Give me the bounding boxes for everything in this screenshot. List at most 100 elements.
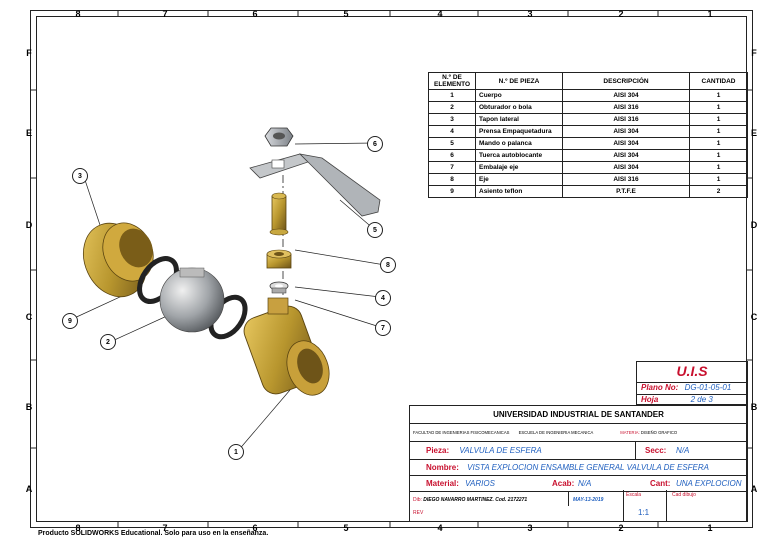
nut-part (264, 127, 294, 147)
hoja-value: 2 de 3 (690, 395, 713, 404)
bom-cell-quantity: 1 (689, 89, 748, 102)
callout-4: 4 (375, 290, 391, 306)
footer-note: Producto SOLIDWORKS Educational. Solo pa… (38, 530, 269, 537)
packing-part (269, 281, 289, 294)
bom-cell-quantity: 1 (689, 161, 748, 174)
side-cap-part (83, 222, 154, 298)
zone-bottom-1: 1 (707, 523, 713, 533)
zone-top-4: 4 (437, 9, 443, 19)
acab-value: N/A (578, 479, 592, 488)
zone-right-F: F (751, 48, 757, 58)
bom-cell-quantity: 1 (689, 125, 748, 138)
hoja-label: Hoja (641, 395, 659, 404)
bom-cell-description: AISI 304 (562, 137, 690, 150)
cant-label: Cant: (650, 479, 671, 488)
zone-right-C: C (750, 312, 758, 322)
bom-header-row: N.º DE ELEMENTO N.º DE PIEZA DESCRIPCIÓN… (428, 72, 748, 90)
bom-cell-description: P.T.F.E (562, 185, 690, 198)
bom-cell-description: AISI 316 (562, 101, 690, 114)
bom-cell-element: 1 (428, 89, 476, 102)
plano-value: DG-01-05-01 (684, 383, 732, 392)
bom-cell-element: 2 (428, 101, 476, 114)
zone-right-A: A (750, 484, 758, 494)
zone-bottom-6: 6 (252, 523, 258, 533)
zone-top-1: 1 (707, 9, 713, 19)
bom-cell-part: Tapon lateral (475, 113, 563, 126)
zone-bottom-5: 5 (343, 523, 349, 533)
bom-cell-part: Eje (475, 173, 563, 186)
callout-8: 8 (380, 257, 396, 273)
zone-top-2: 2 (618, 9, 624, 19)
secc-label: Secc: (645, 446, 667, 455)
pieza-row: Pieza: VALVULA DE ESFERA Secc: N/A (410, 442, 747, 460)
zone-top-6: 6 (252, 9, 258, 19)
material-row: Material: VARIOS Acab: N/A Cant: UNA EXP… (410, 476, 747, 492)
pieza-value: VALVULA DE ESFERA (459, 446, 542, 455)
zone-right-B: B (750, 402, 758, 412)
zone-bottom-7: 7 (162, 523, 168, 533)
bom-cell-description: AISI 304 (562, 149, 690, 162)
bom-cell-part: Embalaje eje (475, 161, 563, 174)
bom-cell-element: 6 (428, 149, 476, 162)
nombre-label: Nombre: (426, 463, 459, 472)
bom-cell-part: Tuerca autoblocante (475, 149, 563, 162)
signature-row: Dib: DIEGO NAVARRO MARTINEZ. Cod. 217227… (410, 490, 747, 521)
zone-right-E: E (750, 128, 757, 138)
dib-value: DIEGO NAVARRO MARTINEZ. Cod. 2172271 (423, 497, 528, 503)
rev-label: REV (413, 510, 424, 516)
callout-5: 5 (367, 222, 383, 238)
bom-cell-description: AISI 304 (562, 89, 690, 102)
zone-bottom-4: 4 (437, 523, 443, 533)
bom-cell-quantity: 1 (689, 173, 748, 186)
zone-top-5: 5 (343, 9, 349, 19)
zone-left-C: C (25, 312, 33, 322)
bom-cell-element: 4 (428, 125, 476, 138)
zone-bottom-3: 3 (527, 523, 533, 533)
bom-cell-part: Mando o palanca (475, 137, 563, 150)
handle-part (249, 153, 381, 217)
bom-cell-quantity: 1 (689, 149, 748, 162)
callout-2: 2 (100, 334, 116, 350)
bom-cell-part: Asiento teflon (475, 185, 563, 198)
bom-col-element: N.º DE ELEMENTO (428, 72, 476, 90)
bom-cell-quantity: 2 (689, 185, 748, 198)
zone-bottom-8: 8 (75, 523, 81, 533)
acab-label: Acab: (552, 479, 575, 488)
zone-left-B: B (25, 402, 33, 412)
bom-cell-part: Cuerpo (475, 89, 563, 102)
dib-label: Dib: (413, 497, 422, 503)
bom-cell-description: AISI 316 (562, 113, 690, 126)
materia-label: MATERIA: (620, 430, 640, 435)
bom-cell-element: 3 (428, 113, 476, 126)
title-block: UNIVERSIDAD INDUSTRIAL DE SANTANDER FACU… (409, 405, 748, 522)
bom-cell-part: Obturador o bola (475, 101, 563, 114)
zone-top-8: 8 (75, 9, 81, 19)
bom-cell-description: AISI 316 (562, 173, 690, 186)
bom-col-part: N.º DE PIEZA (475, 72, 563, 90)
faculty-text: FACULTAD DE INGENIERIAS FISICOMECANICAS (413, 430, 510, 435)
ball-part (159, 267, 225, 333)
nombre-row: Nombre: VISTA EXPLOCION ENSAMBLE GENERAL… (410, 460, 747, 476)
zone-left-F: F (26, 48, 32, 58)
materia-value: DISEÑO GRAFICO (640, 430, 678, 435)
callout-7: 7 (375, 320, 391, 336)
cad-label: Cad dibujo (672, 492, 696, 498)
zone-top-7: 7 (162, 9, 168, 19)
body-part (243, 297, 330, 396)
uis-block: U.I.S Plano No: DG-01-05-01 Hoja 2 de 3 (636, 361, 748, 405)
material-label: Material: (426, 479, 459, 488)
callout-6: 6 (367, 136, 383, 152)
zone-left-E: E (25, 128, 32, 138)
bill-of-materials: N.º DE ELEMENTO N.º DE PIEZA DESCRIPCIÓN… (428, 72, 748, 198)
drawing-frame-outer (30, 10, 753, 528)
bom-cell-description: AISI 304 (562, 161, 690, 174)
material-value: VARIOS (465, 479, 495, 488)
uis-logo-text: U.I.S (676, 363, 708, 379)
bom-cell-element: 9 (428, 185, 476, 198)
